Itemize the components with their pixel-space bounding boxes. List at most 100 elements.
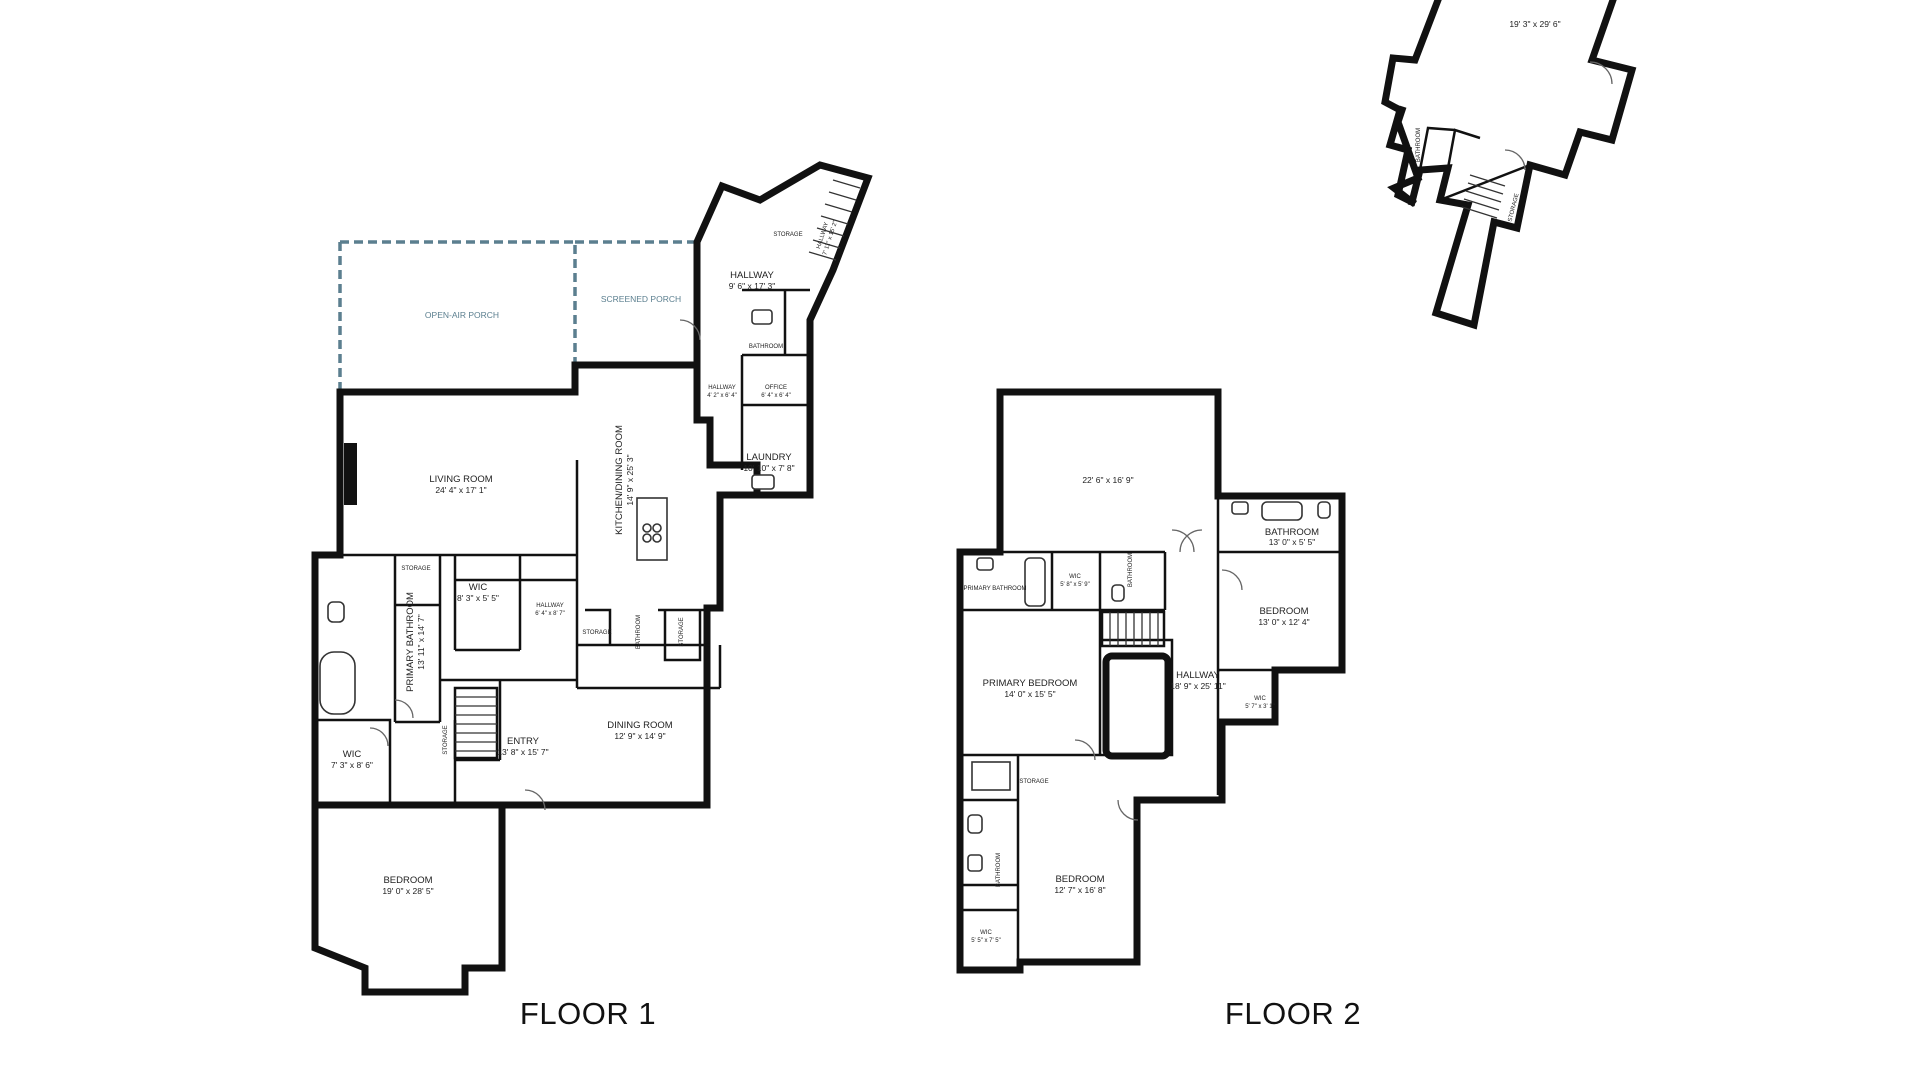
room-dimensions: 5' 7" x 3' 1": [1245, 704, 1275, 710]
shower-icon: [971, 761, 1011, 791]
room-label: WIC: [469, 582, 488, 593]
room-dimensions: 6' 4" x 8' 7": [535, 611, 565, 617]
floor-3-stairs: [1461, 174, 1506, 219]
door-swing: [1074, 739, 1096, 761]
door-swing: [1179, 529, 1203, 553]
room-label: BEDROOM: [383, 875, 432, 886]
sink-icon: [1231, 501, 1249, 515]
cooktop-burner-icon: [652, 523, 662, 533]
floor-2: 22' 6" x 16' 9" BATHROOM 13' 0" x 5' 5" …: [956, 388, 1361, 1031]
room-dimensions: 12' 7" x 16' 8": [1054, 885, 1105, 895]
cooktop-burner-icon: [642, 533, 652, 543]
room-dimensions: 19' 3" x 29' 6": [1509, 19, 1560, 29]
room-dimensions: 5' 5" x 7' 5": [971, 938, 1001, 944]
room-label: HALLWAY: [730, 270, 774, 281]
room-dimensions: 13' 11" x 14' 7": [416, 614, 426, 669]
floor-2-title: FLOOR 2: [1225, 996, 1361, 1031]
sink-icon: [967, 854, 983, 872]
room-dimensions: 18' 9" x 25' 11": [1170, 681, 1225, 691]
floor-2-interior-walls: [960, 496, 1342, 962]
room-dimensions: 8' 3" x 5' 5": [457, 593, 499, 603]
door-swing: [394, 699, 414, 719]
room-label: BATHROOM: [1416, 128, 1422, 162]
room-dimensions: 4' 2" x 6' 4": [707, 393, 737, 399]
room-label: BATHROOM: [636, 615, 642, 649]
room-label: OFFICE: [765, 385, 787, 391]
floor-1-interior-walls: [315, 288, 810, 807]
room-dimensions: 19' 0" x 28' 5": [382, 886, 433, 896]
door-swing: [1221, 569, 1243, 591]
cooktop-burner-icon: [642, 523, 652, 533]
fireplace-icon: [344, 443, 357, 505]
room-label: ENTRY: [507, 736, 540, 747]
floor-2-stairs: [1100, 610, 1166, 648]
room-label: OPEN-AIR PORCH: [425, 310, 499, 320]
room-label: BATHROOM: [996, 853, 1002, 887]
room-label: SCREENED PORCH: [601, 294, 681, 304]
toilet-icon: [327, 601, 345, 623]
room-dimensions: 13' 8" x 15' 7": [497, 747, 548, 757]
room-label: PRIMARY BATHROOM: [963, 586, 1026, 592]
floor-1: OPEN-AIR PORCH SCREENED PORCH STORAGE HA…: [311, 161, 873, 1031]
room-dimensions: 14' 0" x 15' 5": [1004, 689, 1055, 699]
room-label: DINING ROOM: [607, 720, 673, 731]
bathtub-icon: [1024, 557, 1046, 607]
room-dimensions: 5' 8" x 5' 9": [1060, 582, 1090, 588]
stair-void: [1102, 652, 1172, 760]
bathtub-icon: [319, 651, 356, 715]
room-dimensions: 22' 6" x 16' 9": [1082, 475, 1133, 485]
sink-icon: [751, 474, 775, 490]
room-dimensions: 6' 4" x 6' 4": [761, 393, 791, 399]
room-label: HALLWAY: [1176, 670, 1220, 681]
floor-1-exterior-wall: [311, 161, 873, 996]
toilet-icon: [967, 814, 983, 834]
room-label: BATHROOM: [1128, 553, 1134, 587]
room-dimensions: 24' 4" x 17' 1": [435, 485, 486, 495]
room-label: PRIMARY BEDROOM: [983, 678, 1078, 689]
room-label: WIC: [1069, 574, 1081, 580]
room-label: STORAGE: [443, 725, 449, 754]
floor-1-main-stairs: [453, 686, 499, 760]
room-label: STORAGE: [401, 566, 430, 572]
room-label: HALLWAY: [708, 385, 736, 391]
room-dimensions: 13' 0" x 12' 4": [1258, 617, 1309, 627]
floor-1-rear-stairs: [808, 179, 861, 261]
toilet-icon: [1317, 501, 1331, 519]
room-dimensions: 13' 0" x 5' 5": [1269, 537, 1316, 547]
room-label: BEDROOM: [1055, 874, 1104, 885]
sink-icon: [976, 557, 994, 571]
door-swing: [679, 319, 701, 341]
cooktop-burner-icon: [652, 533, 662, 543]
room-label: WIC: [343, 749, 362, 760]
bathtub-icon: [1261, 501, 1303, 521]
toilet-icon: [1111, 584, 1125, 602]
door-swing: [1504, 149, 1526, 171]
room-dimensions: 9' 6" x 17' 3": [729, 281, 776, 291]
room-label: WIC: [980, 930, 992, 936]
room-dimensions: 14' 9" x 25' 3": [625, 454, 635, 505]
floor-3: 19' 3" x 29' 6" BATHROOM STORAGE: [1381, 0, 1637, 330]
kitchen-island: [636, 497, 668, 561]
room-dimensions: 7' 3" x 8' 6": [331, 760, 373, 770]
room-label: STORAGE: [1019, 779, 1048, 785]
open-air-porch-outline: [338, 240, 577, 392]
door-swing: [1171, 529, 1195, 553]
room-label: PRIMARY BATHROOM: [405, 592, 416, 692]
floor-3-exterior-wall: [1381, 0, 1637, 330]
floor-1-title: FLOOR 1: [520, 996, 656, 1031]
sink-icon: [751, 309, 773, 325]
room-label: LAUNDRY: [746, 452, 792, 463]
door-swing: [1117, 799, 1139, 821]
room-label: STORAGE: [679, 617, 685, 646]
room-dimensions: 12' 9" x 14' 9": [614, 731, 665, 741]
room-dimensions: 10' 10" x 7' 8": [743, 463, 794, 473]
room-label: LIVING ROOM: [429, 474, 492, 485]
room-label: WIC: [1254, 696, 1266, 702]
room-label: HALLWAY: [536, 603, 564, 609]
room-label: BATHROOM: [1265, 527, 1319, 538]
floor-3-interior-walls: [1418, 126, 1531, 202]
floor-2-exterior-wall: [956, 388, 1346, 974]
room-label: BEDROOM: [1259, 606, 1308, 617]
room-label: BATHROOM: [749, 344, 783, 350]
